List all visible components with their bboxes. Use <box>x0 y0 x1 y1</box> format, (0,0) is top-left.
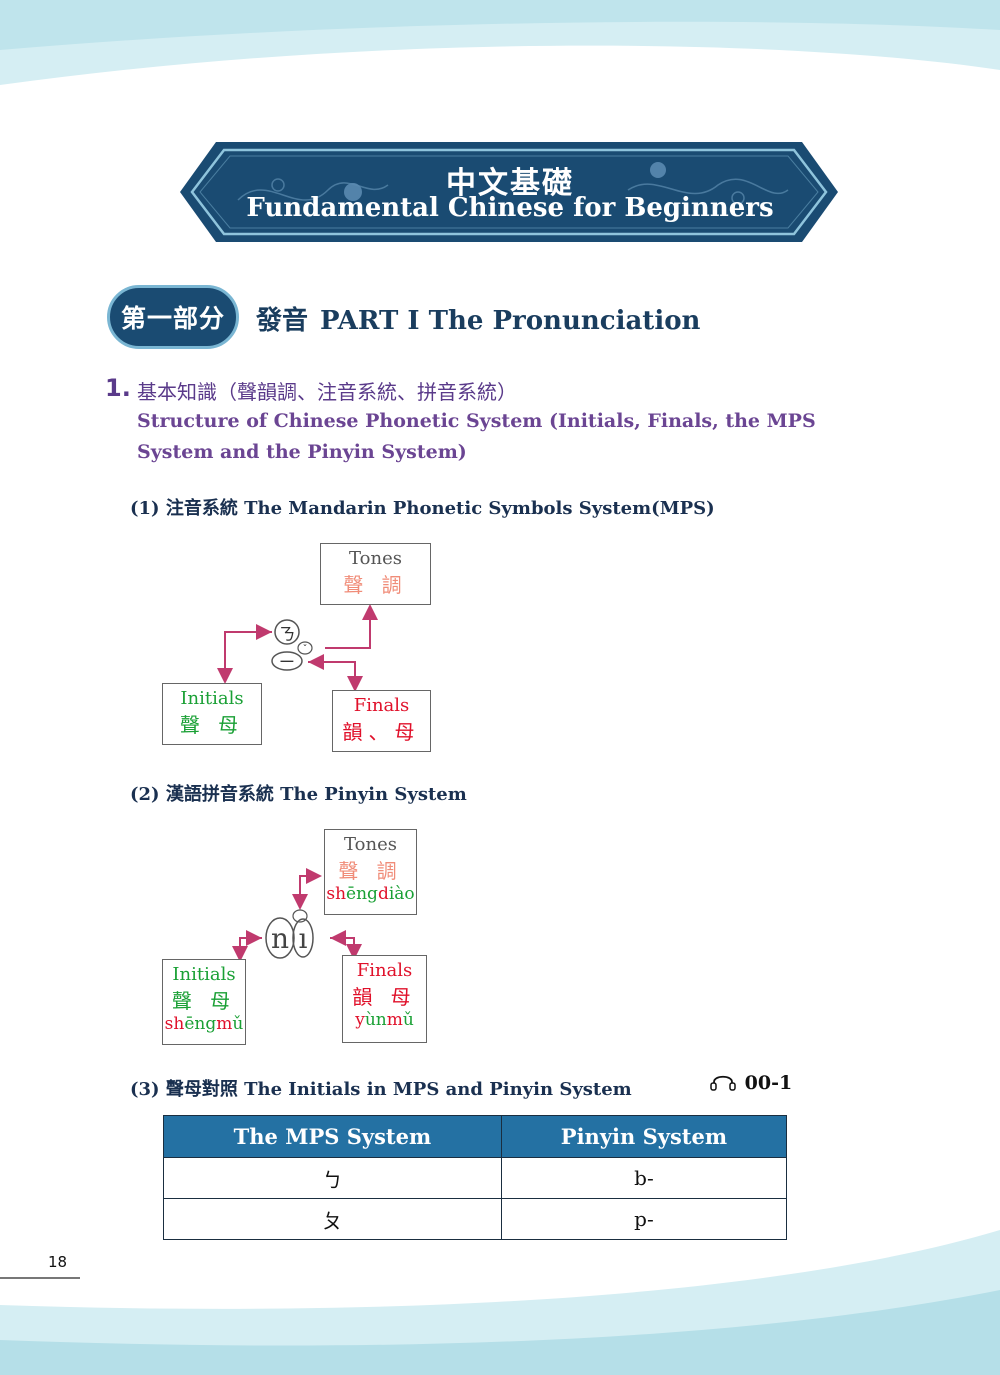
table-cell-mps: ㄆ <box>163 1198 502 1240</box>
table-cell-pinyin: p- <box>500 1198 788 1240</box>
audio-track[interactable]: 00-1 <box>708 1072 792 1094</box>
mps-initials-label: Initials <box>180 688 244 709</box>
mps-diagram-arrows: ㄋ ㄧ ˇ <box>217 604 378 690</box>
pinyin-initials-romanization: shēngmǔ <box>164 1014 244 1034</box>
pinyin-initials-label: Initials <box>172 964 236 985</box>
section-title-en: Structure of Chinese Phonetic System (In… <box>137 410 816 463</box>
page-number: 18 <box>48 1253 68 1271</box>
banner-title-en: Fundamental Chinese for Beginners <box>246 193 774 223</box>
mps-initials-box: Initials 聲 母 <box>162 683 262 745</box>
part-badge: 第一部分 <box>107 285 239 349</box>
mps-finals-box: Finals 韻、母 <box>332 690 431 752</box>
mps-finals-label: Finals <box>353 695 410 716</box>
mps-tones-chars: 聲 調 <box>343 573 408 597</box>
mps-center-yi: ㄧ <box>279 653 296 673</box>
mps-center-ne: ㄋ <box>279 625 296 645</box>
table-cell-mps: ㄅ <box>163 1157 502 1199</box>
mps-center-tone: ˇ <box>303 643 308 655</box>
section-number: 1. <box>105 374 131 402</box>
initials-table: The MPS System Pinyin System ㄅ b- ㄆ p- <box>163 1115 788 1240</box>
mps-tones-box: Tones 聲 調 <box>320 543 431 605</box>
subsection-pinyin-label: (2) 漢語拼音系統 The Pinyin System <box>130 784 467 805</box>
subsection-mps-label: (1) 注音系統 The Mandarin Phonetic Symbols S… <box>130 498 715 519</box>
title-banner <box>180 142 838 242</box>
part-title-en: PART I The Pronunciation <box>320 306 701 336</box>
pinyin-diagram-arrows: n ı <box>232 868 362 962</box>
mps-initials-chars: 聲 母 <box>179 713 245 737</box>
headphones-icon <box>710 1075 736 1091</box>
mps-finals-chars: 韻、母 <box>342 720 421 744</box>
audio-track-number: 00-1 <box>744 1072 793 1094</box>
part-title-zh: 發音 <box>256 306 309 336</box>
pinyin-center-i: ı <box>299 922 308 955</box>
table-header-mps: The MPS System <box>163 1115 502 1158</box>
mps-tones-label: Tones <box>349 548 402 569</box>
pinyin-finals-chars: 韻 母 <box>352 985 417 1009</box>
subsection-initials-label: (3) 聲母對照 The Initials in MPS and Pinyin … <box>130 1079 632 1100</box>
pinyin-finals-romanization: yùnmǔ <box>355 1010 414 1030</box>
pinyin-tones-label: Tones <box>344 834 397 855</box>
table-row: ㄆ p- <box>163 1198 788 1240</box>
section-title-zh: 基本知識（聲韻調、注音系統、拼音系統） <box>137 380 517 404</box>
banner-title-zh: 中文基礎 <box>446 166 574 201</box>
part-title: 發音 PART I The Pronunciation <box>256 300 700 337</box>
page-number-rule <box>0 1277 80 1279</box>
pinyin-tones-romanization: shēngdiào <box>326 884 415 904</box>
pinyin-initials-chars: 聲 母 <box>171 989 237 1013</box>
table-header-pinyin: Pinyin System <box>500 1115 788 1158</box>
table-cell-pinyin: b- <box>500 1157 788 1199</box>
pinyin-finals-box: Finals 韻 母 yùnmǔ <box>342 955 427 1043</box>
pinyin-finals-label: Finals <box>356 960 413 981</box>
pinyin-initials-box: Initials 聲 母 shēngmǔ <box>162 959 246 1045</box>
pinyin-center-n: n <box>271 922 289 955</box>
pinyin-tones-chars: 聲 調 <box>338 859 403 883</box>
pinyin-tones-box: Tones 聲 調 shēngdiào <box>324 829 417 915</box>
table-row: ㄅ b- <box>163 1157 788 1199</box>
